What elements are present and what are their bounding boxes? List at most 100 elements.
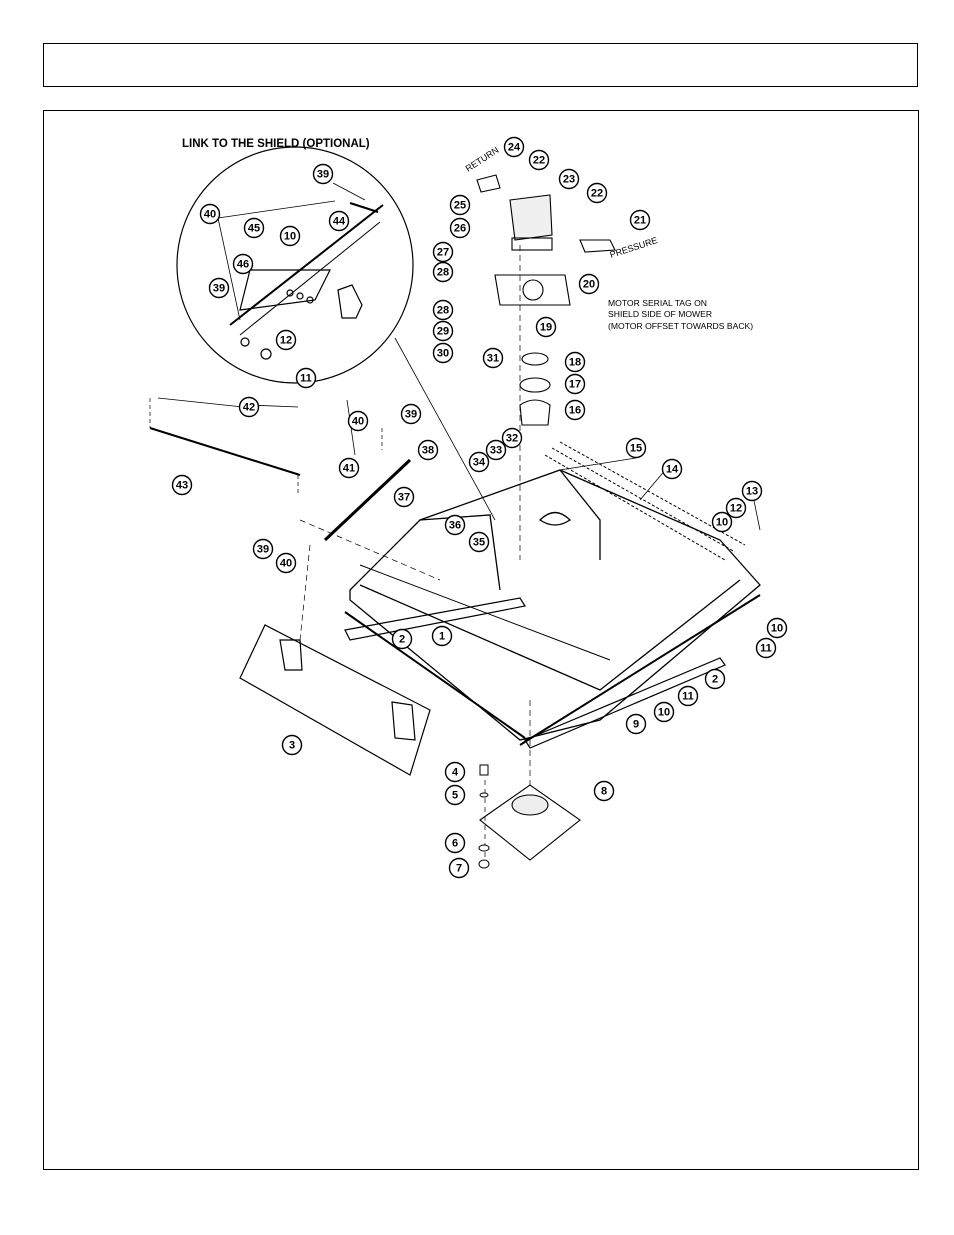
svg-text:30: 30 xyxy=(437,348,449,360)
svg-text:40: 40 xyxy=(280,558,292,570)
svg-text:45: 45 xyxy=(248,223,260,235)
svg-text:20: 20 xyxy=(583,279,595,291)
return-label: RETURN xyxy=(464,145,501,174)
svg-text:11: 11 xyxy=(760,643,772,655)
callout-34: 34 xyxy=(470,453,489,472)
svg-text:42: 42 xyxy=(243,402,255,414)
svg-text:18: 18 xyxy=(569,357,581,369)
callout-30: 30 xyxy=(434,344,453,363)
callout-29: 29 xyxy=(434,322,453,341)
svg-text:17: 17 xyxy=(569,379,581,391)
svg-text:13: 13 xyxy=(746,486,758,498)
svg-text:4: 4 xyxy=(452,767,459,779)
callout-39: 39 xyxy=(314,165,333,184)
gearbox-plate xyxy=(480,700,580,870)
svg-text:1: 1 xyxy=(439,631,445,643)
svg-text:39: 39 xyxy=(405,409,417,421)
svg-text:36: 36 xyxy=(449,520,461,532)
note-line-2: SHIELD SIDE OF MOWER xyxy=(608,309,712,319)
svg-text:6: 6 xyxy=(452,838,458,850)
callout-39: 39 xyxy=(402,405,421,424)
svg-text:39: 39 xyxy=(257,544,269,556)
callout-35: 35 xyxy=(470,533,489,552)
callout-37: 37 xyxy=(395,488,414,507)
callout-21: 21 xyxy=(631,211,650,230)
svg-text:31: 31 xyxy=(487,353,499,365)
callout-15: 15 xyxy=(627,439,646,458)
callout-2: 2 xyxy=(706,670,725,689)
callout-22: 22 xyxy=(530,151,549,170)
callout-17: 17 xyxy=(566,375,585,394)
svg-text:12: 12 xyxy=(280,335,292,347)
callout-10: 10 xyxy=(281,227,300,246)
callout-44: 44 xyxy=(330,212,349,231)
inset-detail xyxy=(177,147,413,383)
callout-42: 42 xyxy=(240,398,259,417)
note-line-3: (MOTOR OFFSET TOWARDS BACK) xyxy=(608,321,753,331)
callout-20: 20 xyxy=(580,275,599,294)
callout-6: 6 xyxy=(446,834,465,853)
svg-text:10: 10 xyxy=(771,623,783,635)
callout-12: 12 xyxy=(727,499,746,518)
callout-11: 11 xyxy=(757,639,776,658)
svg-text:15: 15 xyxy=(630,443,642,455)
svg-text:34: 34 xyxy=(473,457,486,469)
inset-circle xyxy=(177,147,413,383)
svg-text:23: 23 xyxy=(563,174,575,186)
callout-43: 43 xyxy=(173,476,192,495)
callout-9: 9 xyxy=(627,715,646,734)
callout-22: 22 xyxy=(588,184,607,203)
callout-46: 46 xyxy=(234,255,253,274)
callout-31: 31 xyxy=(484,349,503,368)
callout-38: 38 xyxy=(419,441,438,460)
callout-41: 41 xyxy=(340,459,359,478)
svg-text:16: 16 xyxy=(569,405,581,417)
callout-8: 8 xyxy=(595,782,614,801)
svg-text:9: 9 xyxy=(633,719,639,731)
svg-text:10: 10 xyxy=(716,517,728,529)
note-line-1: MOTOR SERIAL TAG ON xyxy=(608,298,707,308)
front-chains xyxy=(545,442,745,560)
svg-text:24: 24 xyxy=(508,142,521,154)
callout-18: 18 xyxy=(566,353,585,372)
callout-14: 14 xyxy=(663,460,682,479)
pressure-label: PRESSURE xyxy=(609,235,659,260)
callout-12: 12 xyxy=(277,331,296,350)
svg-text:22: 22 xyxy=(533,155,545,167)
motor-assembly xyxy=(477,175,615,560)
svg-text:10: 10 xyxy=(284,231,296,243)
svg-text:39: 39 xyxy=(317,169,329,181)
svg-text:12: 12 xyxy=(730,503,742,515)
callout-40: 40 xyxy=(201,205,220,224)
callout-4: 4 xyxy=(446,763,465,782)
svg-text:11: 11 xyxy=(682,691,694,703)
callout-33: 33 xyxy=(487,441,506,460)
callout-11: 11 xyxy=(679,687,698,706)
callout-40: 40 xyxy=(277,554,296,573)
callout-32: 32 xyxy=(503,429,522,448)
svg-text:27: 27 xyxy=(437,247,449,259)
svg-text:32: 32 xyxy=(506,433,518,445)
callout-27: 27 xyxy=(434,243,453,262)
callout-7: 7 xyxy=(450,859,469,878)
svg-text:11: 11 xyxy=(300,373,312,385)
svg-text:21: 21 xyxy=(634,215,646,227)
svg-text:39: 39 xyxy=(213,283,225,295)
callout-10: 10 xyxy=(768,619,787,638)
svg-text:44: 44 xyxy=(333,216,346,228)
callout-45: 45 xyxy=(245,219,264,238)
callout-1: 1 xyxy=(433,627,452,646)
svg-text:29: 29 xyxy=(437,326,449,338)
callout-28: 28 xyxy=(434,263,453,282)
svg-text:28: 28 xyxy=(437,305,449,317)
svg-text:19: 19 xyxy=(540,322,552,334)
svg-text:14: 14 xyxy=(666,464,679,476)
callout-3: 3 xyxy=(283,736,302,755)
callout-2: 2 xyxy=(393,630,412,649)
svg-text:3: 3 xyxy=(289,740,295,752)
callout-26: 26 xyxy=(451,219,470,238)
callout-36: 36 xyxy=(446,516,465,535)
svg-text:43: 43 xyxy=(176,480,188,492)
svg-text:7: 7 xyxy=(456,863,462,875)
